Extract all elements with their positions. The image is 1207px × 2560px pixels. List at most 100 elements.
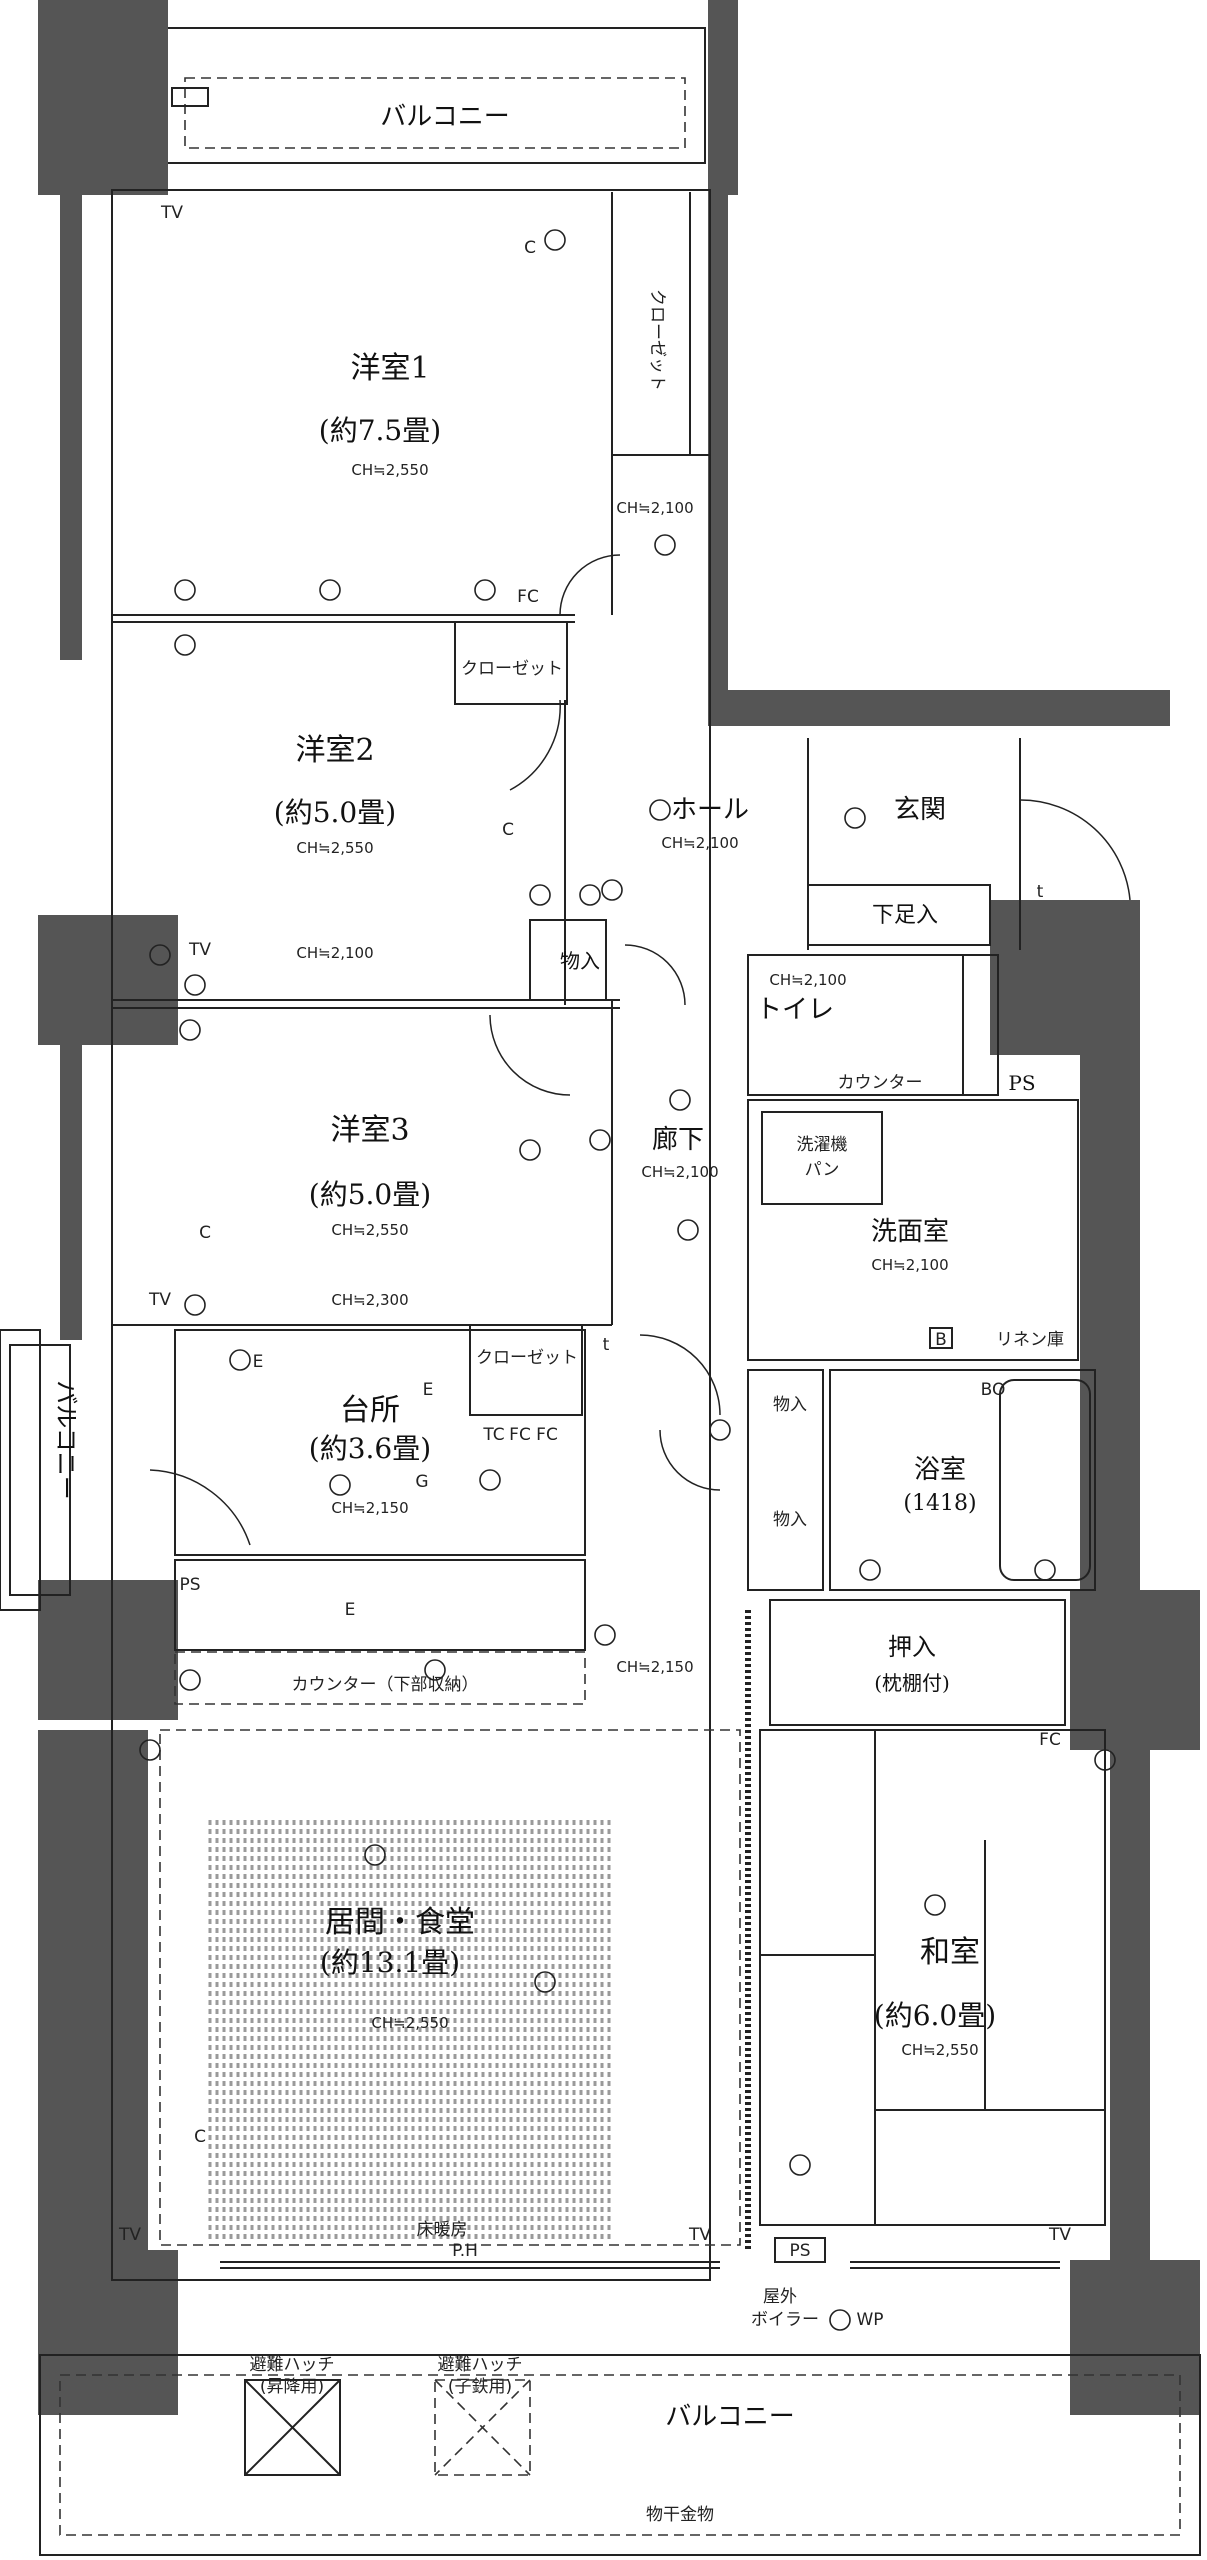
shoe-storage-label: 下足入 bbox=[872, 903, 938, 928]
fc-marker-2: FC bbox=[536, 1425, 558, 1445]
ps-label-bottom: PS bbox=[789, 2241, 810, 2261]
washer-line1: 洗濯機 bbox=[797, 1135, 848, 1155]
room-name: 洋室1 bbox=[350, 351, 429, 386]
e-marker: E bbox=[423, 1380, 434, 1400]
linen-label: リネン庫 bbox=[996, 1330, 1064, 1350]
fc-marker: FC bbox=[1039, 1730, 1061, 1750]
balcony-bottom-label: バルコニー bbox=[665, 2402, 794, 2432]
room-yoshitsu1: 洋室1 (約7.5畳) CH≒2,550 CH≒2,100 クローゼット bbox=[319, 289, 694, 517]
c-marker: C bbox=[524, 238, 536, 258]
tv-marker: TV bbox=[118, 2225, 141, 2245]
fixture-circles bbox=[139, 229, 1116, 2331]
room-name: トイレ bbox=[756, 995, 834, 1025]
c-marker: C bbox=[502, 820, 514, 840]
closet-2: クローゼット bbox=[476, 1348, 578, 1368]
ceiling-height: CH≒2,550 bbox=[351, 461, 428, 479]
room-rouka: 廊下 CH≒2,100 bbox=[641, 1125, 718, 1181]
counter-label: カウンター bbox=[838, 1073, 923, 1093]
counter-label: カウンター（下部収納） bbox=[292, 1675, 479, 1695]
c-marker: C bbox=[194, 2127, 206, 2147]
ceiling-height: CH≒2,550 bbox=[371, 2014, 448, 2032]
closet-label: クローゼット bbox=[461, 659, 563, 679]
room-name: 洗面室 bbox=[871, 1217, 949, 1247]
washing-machine-pan: 洗濯機 パン bbox=[797, 1135, 848, 1180]
room-hall: ホール CH≒2,100 bbox=[661, 795, 749, 852]
boiler-label: ボイラー bbox=[751, 2310, 819, 2330]
ceiling-height-corridor: CH≒2,100 bbox=[616, 499, 693, 517]
ceiling-height-2: CH≒2,100 bbox=[296, 944, 373, 962]
bottom-window-strip: P.H PS 屋外 ボイラー WP bbox=[220, 2237, 1060, 2330]
room-genkan: 玄関 下足入 bbox=[872, 795, 946, 928]
doors bbox=[149, 554, 1131, 1546]
room-name: 居間・食堂 bbox=[325, 1905, 475, 1940]
room-name: ホール bbox=[671, 795, 749, 825]
room-living: 居間・食堂 (約13.1畳) CH≒2,550 床暖房 bbox=[320, 1905, 475, 2240]
ceiling-height: CH≒2,550 bbox=[901, 2041, 978, 2059]
room-yokushitsu: 浴室 (1418) BO bbox=[903, 1379, 1091, 1581]
room-size: (約3.6畳) bbox=[309, 1432, 431, 1465]
room-washitsu: 和室 (約6.0畳) CH≒2,550 bbox=[874, 1935, 996, 2059]
room-name: 洋室3 bbox=[330, 1113, 409, 1148]
fc-marker: FC bbox=[509, 1425, 531, 1445]
ceiling-height: CH≒2,550 bbox=[331, 1221, 408, 1239]
balcony-bottom: バルコニー 物干金物 避難ハッチ (昇降用) 避難ハッチ (子鉄用) bbox=[39, 2354, 1201, 2556]
monoire-hall: 物入 bbox=[529, 919, 607, 1001]
closet-1: クローゼット bbox=[461, 659, 563, 679]
monohoshi-label: 物干金物 bbox=[646, 2505, 714, 2525]
floor-heating-area bbox=[208, 1820, 611, 2240]
room-size: (約5.0畳) bbox=[274, 796, 396, 829]
room-name: 廊下 bbox=[652, 1125, 704, 1155]
room-size: (約13.1畳) bbox=[320, 1946, 460, 1979]
ceiling-height: CH≒2,100 bbox=[661, 834, 738, 852]
ps-label: PS bbox=[179, 1575, 200, 1595]
closet-label: クローゼット bbox=[476, 1348, 578, 1368]
ceiling-height: CH≒2,100 bbox=[641, 1163, 718, 1181]
ceiling-height: CH≒2,100 bbox=[871, 1256, 948, 1274]
room-name: 和室 bbox=[920, 1935, 980, 1970]
balcony-left-label: バルコニー bbox=[52, 1380, 80, 1500]
hatch1-sub: (昇降用) bbox=[260, 2377, 324, 2397]
room-senmen: 洗面室 CH≒2,100 B リネン庫 bbox=[871, 1217, 1064, 1350]
ph-label: P.H bbox=[452, 2241, 478, 2261]
room-name: 台所 bbox=[340, 1393, 400, 1428]
room-size: (約6.0畳) bbox=[874, 1999, 996, 2032]
room-name: 洋室2 bbox=[295, 733, 374, 768]
closet-vertical-label: クローゼット bbox=[647, 289, 667, 391]
tv-marker: TV bbox=[188, 940, 211, 960]
outdoor-label: 屋外 bbox=[763, 2287, 797, 2307]
ceiling-height-2: CH≒2,300 bbox=[331, 1291, 408, 1309]
balcony-top-label: バルコニー bbox=[380, 102, 509, 132]
tv-marker: TV bbox=[160, 203, 183, 223]
floor-heating-stripes bbox=[208, 1820, 611, 2240]
e-marker: E bbox=[345, 1600, 356, 1620]
c-marker: C bbox=[199, 1223, 211, 1243]
ceiling-height-dining: CH≒2,150 bbox=[616, 1658, 693, 1676]
room-size: (約5.0畳) bbox=[309, 1178, 431, 1211]
room-name: 玄関 bbox=[894, 795, 946, 825]
room-yoshitsu3: 洋室3 (約5.0畳) CH≒2,550 CH≒2,300 bbox=[309, 1113, 431, 1309]
storage-label-a: 物入 bbox=[773, 1395, 807, 1415]
storage-label-b: 物入 bbox=[773, 1510, 807, 1530]
bo-marker: BO bbox=[981, 1380, 1006, 1400]
floor-heat-label: 床暖房 bbox=[417, 2220, 468, 2240]
monoire-pair: 物入 物入 bbox=[773, 1395, 807, 1530]
t-marker: t bbox=[603, 1335, 610, 1355]
room-toilet: CH≒2,100 トイレ カウンター bbox=[756, 971, 923, 1093]
hatch2-title: 避難ハッチ bbox=[438, 2355, 523, 2375]
room-oshiire: 押入 (枕棚付) bbox=[874, 1633, 950, 1695]
ps-toilet: PS bbox=[1008, 1071, 1035, 1095]
balcony-top: バルコニー bbox=[164, 27, 706, 164]
room-size: (1418) bbox=[903, 1491, 976, 1516]
tv-marker: TV bbox=[148, 1290, 171, 1310]
interior-walls bbox=[111, 189, 1106, 2281]
b-marker: B bbox=[935, 1330, 947, 1350]
room-sub: (枕棚付) bbox=[874, 1671, 950, 1695]
room-daidokoro: 台所 (約3.6畳) CH≒2,150 TC FC FC CH≒2,150 bbox=[309, 1393, 694, 1676]
markers: TV TV TV TV TV TV E E E C C C C G t t FC… bbox=[118, 203, 1071, 2245]
ceiling-height: CH≒2,100 bbox=[769, 971, 846, 989]
ps-label: PS bbox=[1008, 1071, 1035, 1095]
tc-marker: TC bbox=[482, 1425, 504, 1445]
room-name: 押入 bbox=[888, 1633, 936, 1661]
balcony-left: バルコニー bbox=[0, 1329, 80, 1611]
